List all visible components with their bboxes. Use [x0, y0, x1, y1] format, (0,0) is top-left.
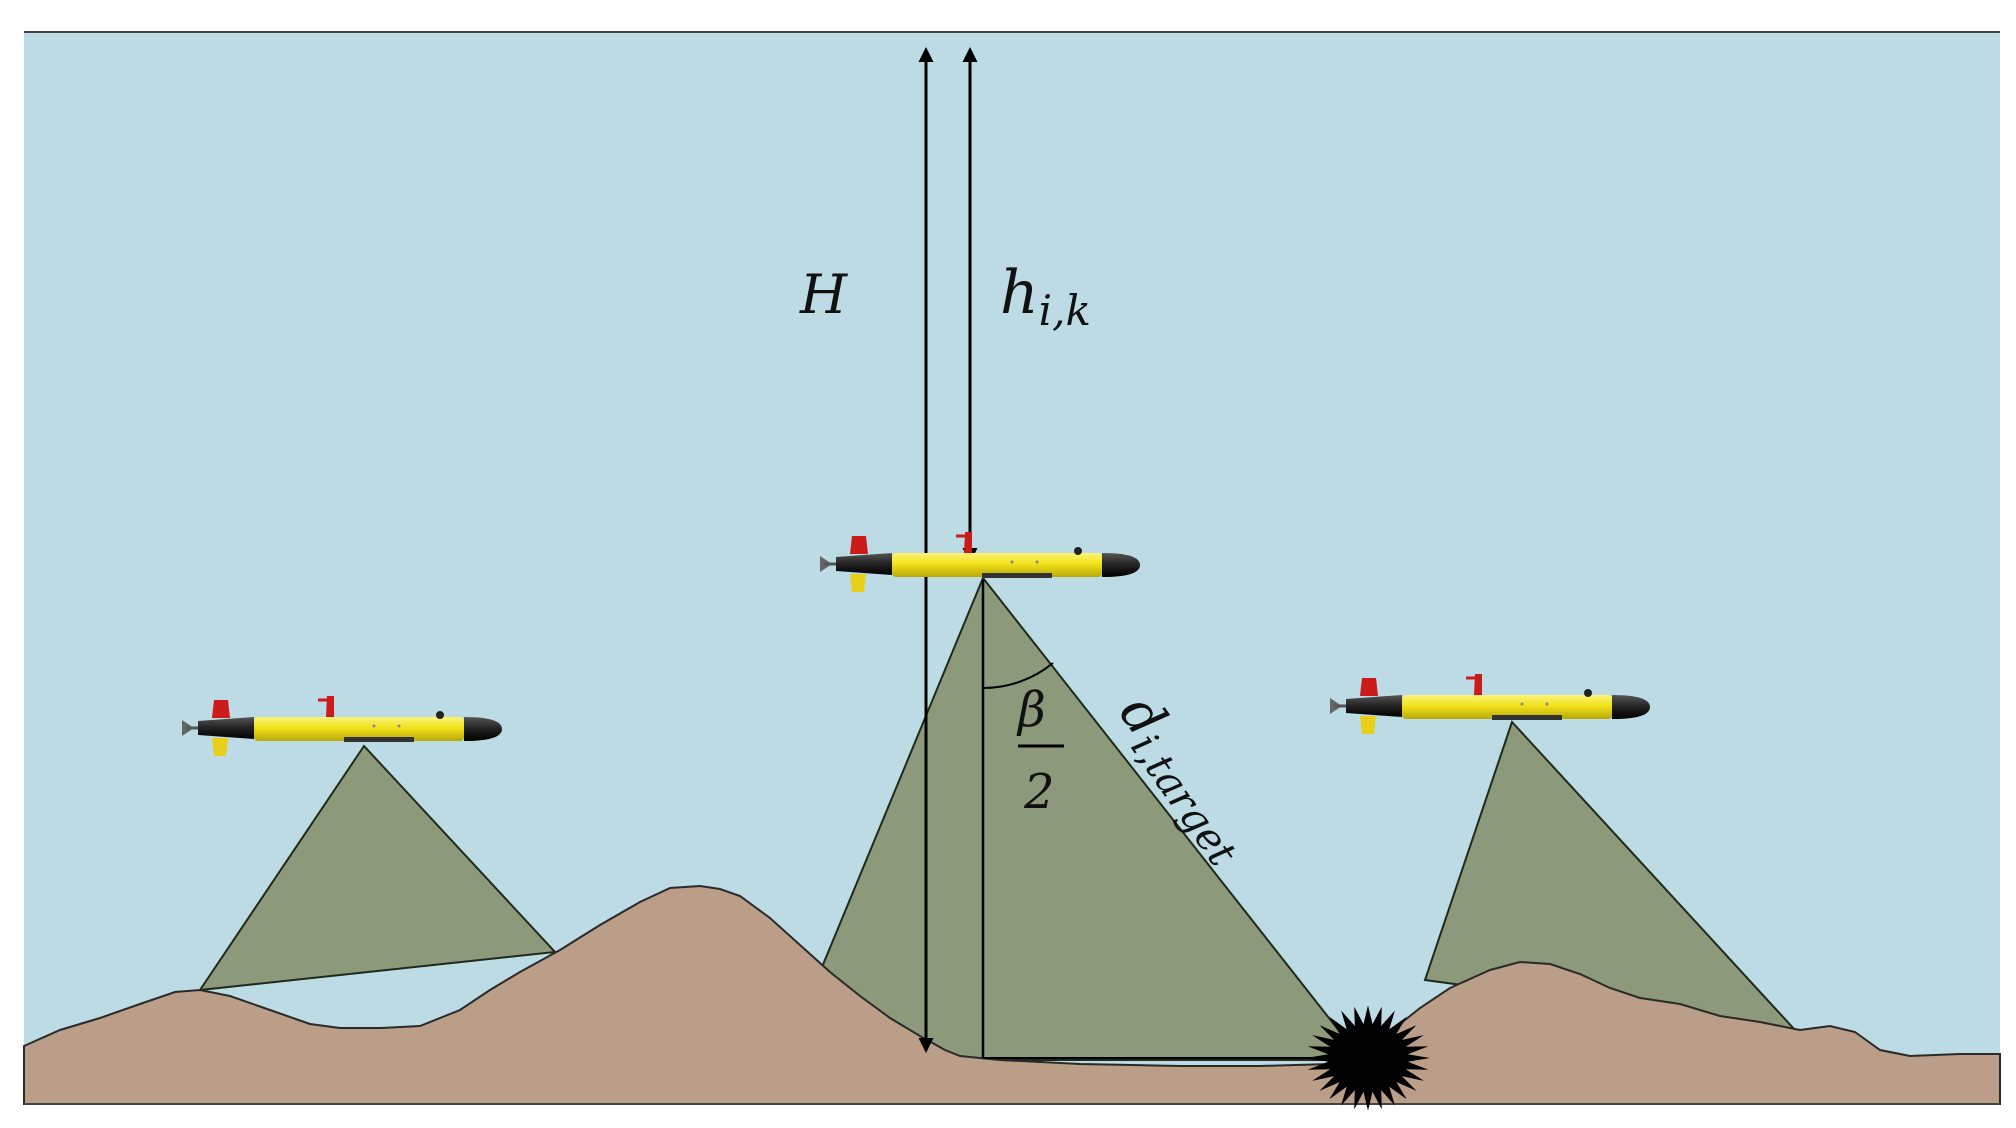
label-two: 2 — [1023, 764, 1055, 820]
label-h-main: h — [1000, 258, 1039, 328]
target-object — [1306, 1005, 1430, 1111]
beta-angle-arc — [982, 662, 1054, 690]
label-H: H — [799, 263, 848, 326]
seabed-terrain — [23, 884, 2001, 1105]
label-h-subscript: i,k — [1039, 286, 1091, 335]
label-h-ik: hi,k — [1000, 258, 1091, 335]
sonar-cone-left — [197, 744, 558, 992]
label-beta: β — [1016, 682, 1046, 738]
